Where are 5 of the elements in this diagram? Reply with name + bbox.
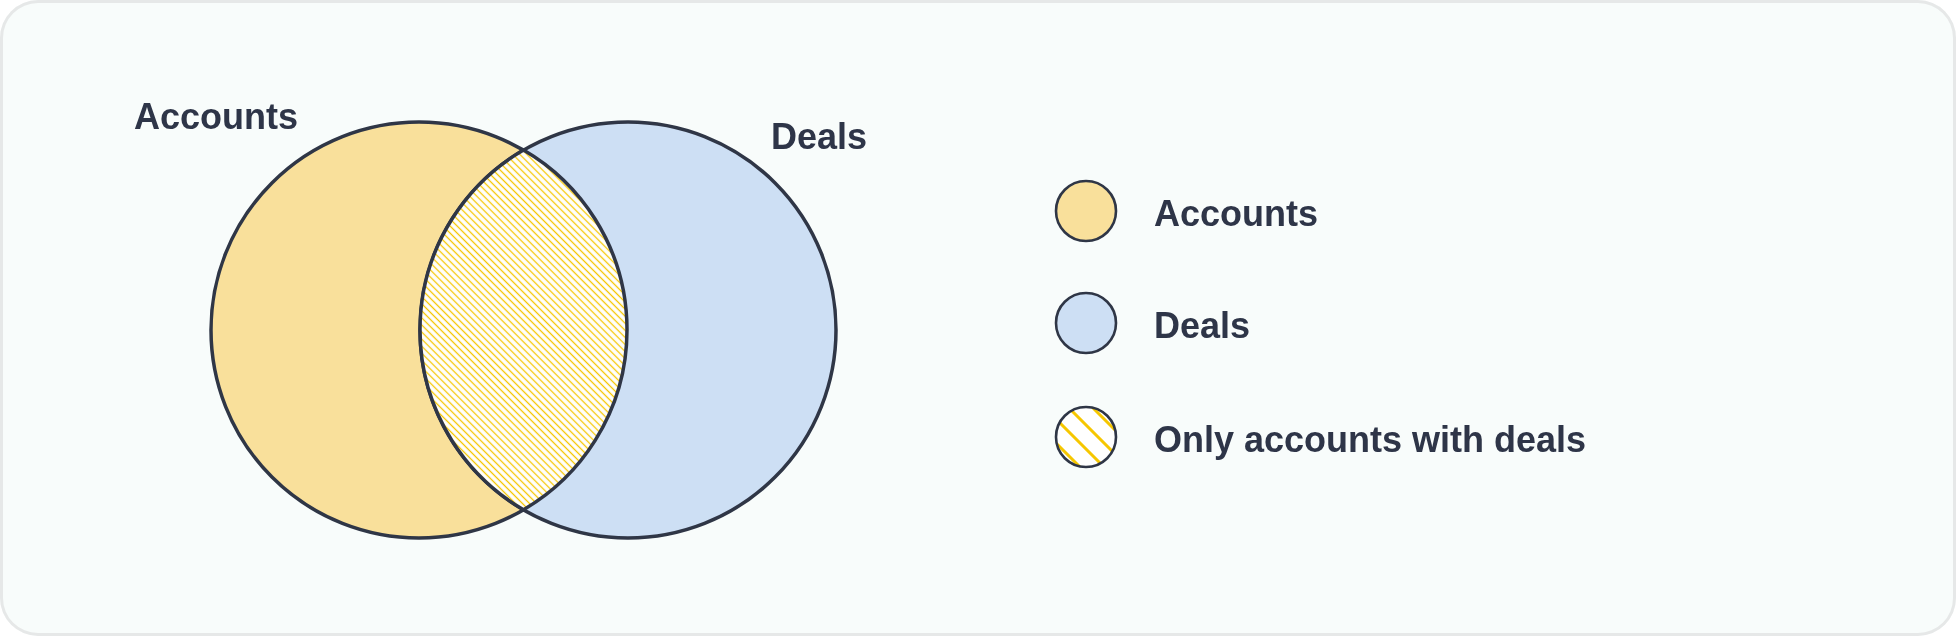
legend-label: Deals — [1154, 307, 1251, 344]
legend-label: Accounts — [1154, 195, 1319, 232]
set-label: Deals — [771, 119, 868, 155]
set-label: Accounts — [134, 99, 299, 135]
legend-label: Only accounts with deals — [1154, 421, 1587, 458]
